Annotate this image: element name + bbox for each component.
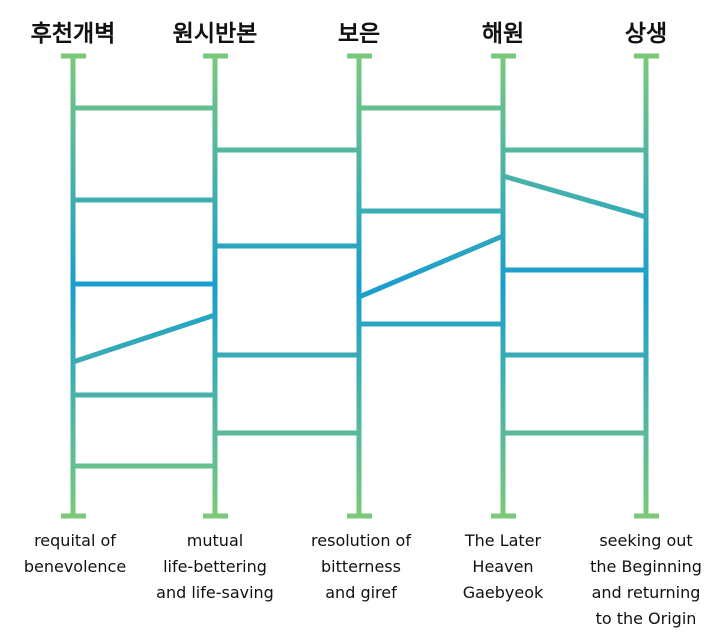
rung: [72, 312, 216, 365]
caption-line: life-bettering: [163, 557, 267, 576]
caption-line: The Later: [464, 531, 542, 550]
caption-line: and returning: [591, 583, 701, 602]
column-title: 후천개벽: [30, 21, 116, 47]
caption-line: Heaven: [472, 557, 534, 576]
column-title: 보은: [337, 21, 381, 47]
caption-line: bitterness: [321, 557, 401, 576]
column-caption: mutual life-bettering and life-saving: [140, 528, 290, 606]
rung: [502, 173, 647, 220]
column-caption: requital of benevolence: [0, 528, 150, 580]
rung: [358, 233, 504, 300]
rungs: [72, 105, 647, 469]
column-caption: The Later Heaven Gaebyeok: [428, 528, 578, 606]
caption-line: benevolence: [23, 557, 127, 576]
caption-line: to the Origin: [595, 609, 697, 628]
caption-line: Gaebyeok: [462, 583, 544, 602]
caption-line: requital of: [34, 531, 116, 550]
column-title: 원시반본: [172, 21, 258, 47]
column-caption: resolution of bitterness and giref: [286, 528, 436, 606]
end-caps: [61, 53, 659, 519]
caption-line: seeking out: [599, 531, 693, 550]
rails: [70, 55, 649, 517]
column-title: 상생: [624, 21, 668, 47]
caption-line: the Beginning: [590, 557, 702, 576]
column-title: 해원: [481, 21, 525, 47]
column-caption: seeking out the Beginning and returning …: [571, 528, 721, 632]
caption-line: resolution of: [311, 531, 411, 550]
caption-line: and giref: [325, 583, 397, 602]
caption-line: mutual: [186, 531, 244, 550]
caption-line: and life-saving: [156, 583, 274, 602]
